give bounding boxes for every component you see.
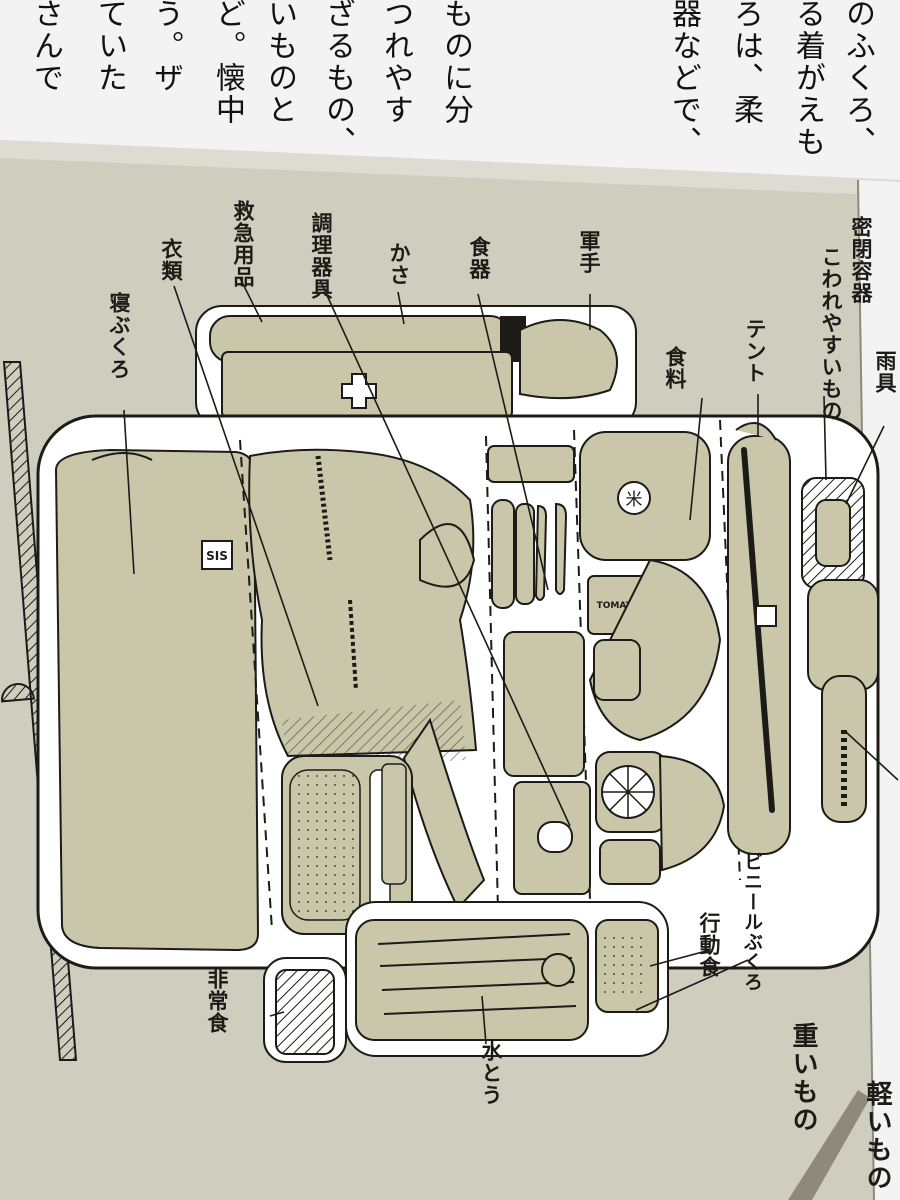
facing-page xyxy=(0,0,900,180)
page-gutter xyxy=(0,140,900,196)
label-water-bottle: 水とう xyxy=(479,1040,503,1106)
page-text-column: いものと xyxy=(262,0,297,126)
first-aid-cross-icon xyxy=(341,373,377,409)
toothpaste-shape xyxy=(381,763,407,885)
sleeping-bag-tag xyxy=(201,540,233,570)
glove-shape xyxy=(519,319,618,400)
label-tableware: 食器 xyxy=(467,236,491,280)
label-light-items: 軽いもの xyxy=(862,1080,892,1192)
leader-lines xyxy=(123,277,899,1045)
label-clothing: 衣類 xyxy=(159,238,183,282)
label-rain-gear: 雨具 xyxy=(873,350,897,394)
label-cookware: 調理器具 xyxy=(309,212,333,300)
label-plastic-bag: ビニールぶくろ xyxy=(741,852,763,992)
label-first-aid: 救急用品 xyxy=(231,200,255,288)
page-text-column: ど。懐中 xyxy=(210,0,245,126)
cutlery-shape xyxy=(491,499,568,609)
page-text-column: る着がえも xyxy=(790,0,825,158)
page-text-column: ものに分 xyxy=(438,0,473,126)
scale-pivot-icon xyxy=(1,683,36,703)
page-text-column: つれやす xyxy=(378,0,413,126)
label-emergency-food: 非常食 xyxy=(205,968,229,1034)
page-text-column: ていた xyxy=(92,0,127,94)
rice-bag-mark: 米 xyxy=(626,490,643,510)
label-food: 食料 xyxy=(663,346,687,390)
clothing-shape xyxy=(248,448,478,758)
page-text-column: ろは、柔 xyxy=(728,0,763,126)
page-text-column: ざるもの、 xyxy=(320,0,355,158)
label-heavy-items: 重いもの xyxy=(788,1022,818,1134)
emergency-food-shape xyxy=(275,969,335,1055)
label-airtight-container: 密閉容器 xyxy=(849,216,873,304)
label-fragile-items: こわれやすいもの xyxy=(819,246,843,422)
mess-kit-shape xyxy=(503,631,585,777)
page-text-column: のふくろ、 xyxy=(840,0,875,158)
water-bottle-shape xyxy=(355,919,589,1041)
label-work-gloves: 軍手 xyxy=(577,230,601,274)
sleeping-bag-tag-text: SIS xyxy=(206,549,228,563)
cup-shape xyxy=(487,445,575,483)
bottle-cap-icon xyxy=(541,953,575,987)
label-sleeping-bag: 寝ぶくろ xyxy=(107,292,131,380)
page-text-column: う。ザ xyxy=(148,0,183,94)
label-trail-food: 行動食 xyxy=(697,912,721,978)
page-text-column: さんで xyxy=(28,0,63,94)
tomato-can-text: TOMATO xyxy=(597,601,640,611)
arrow-down-icon xyxy=(788,1090,870,1200)
label-tent: テント xyxy=(743,318,767,384)
sleeping-bag-shape xyxy=(54,448,260,952)
page-text-column: 器などで、 xyxy=(666,0,701,158)
label-umbrella: かさ xyxy=(387,242,411,286)
